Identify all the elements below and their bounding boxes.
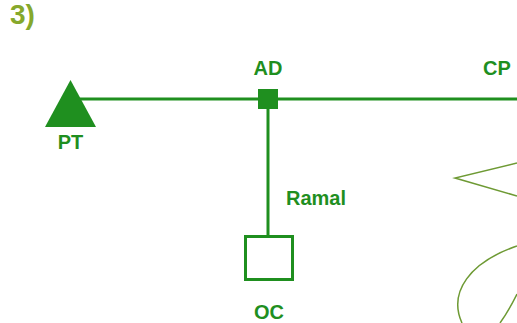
box-symbol	[246, 237, 293, 280]
branch-label: Ramal	[286, 187, 346, 209]
node-label: OC	[254, 301, 284, 323]
figure-number: 3)	[10, 0, 35, 31]
node-shape	[244, 235, 294, 281]
node-shape	[258, 89, 278, 109]
box-node: OC	[244, 235, 294, 281]
main-line	[278, 98, 517, 101]
callout-loop	[458, 246, 517, 323]
node-label: PT	[58, 131, 84, 153]
line-label: CP	[483, 57, 511, 79]
node-label: AD	[254, 57, 283, 79]
junction-square: AD	[258, 89, 278, 109]
square-symbol	[258, 89, 278, 109]
triangle-symbol	[45, 80, 96, 127]
node-shape	[45, 80, 96, 127]
connector-line	[267, 109, 270, 235]
triangle-node: PT	[45, 80, 96, 127]
callout-outline	[455, 163, 517, 196]
connector-line	[80, 98, 258, 101]
